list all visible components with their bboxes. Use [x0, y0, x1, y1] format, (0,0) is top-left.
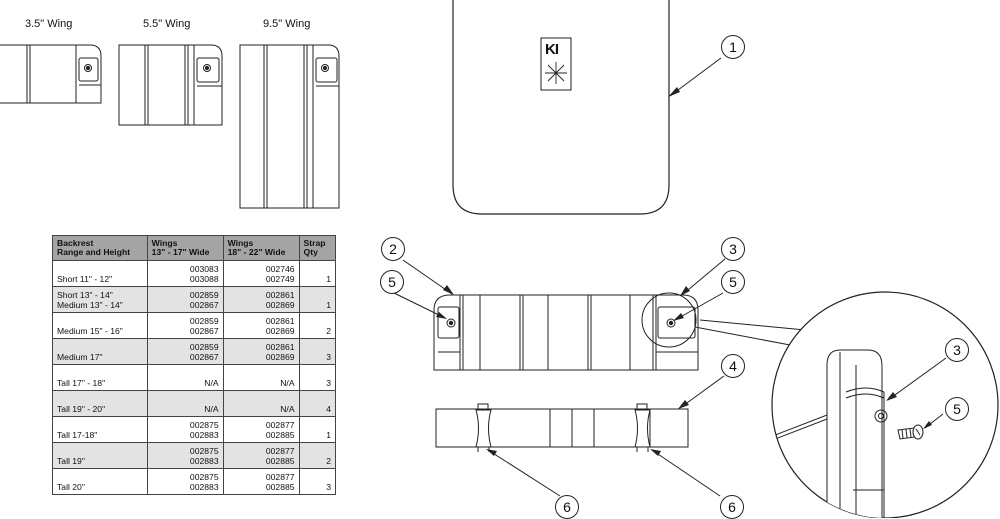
wing-assembly [433, 294, 699, 371]
wing-label-9-5: 9.5" Wing [263, 18, 311, 30]
callout-6-right: 6 [720, 495, 744, 519]
cell-range: Tall 17" - 18" [52, 364, 148, 391]
cell-range: Tall 20" [52, 468, 148, 495]
cell-range: Medium 15" - 16" [52, 312, 148, 339]
callout-5-detail: 5 [945, 397, 969, 421]
callout-5-right: 5 [721, 270, 745, 294]
cell-qty: 3 [298, 338, 337, 365]
detail-circle [641, 292, 697, 348]
callout-2: 2 [381, 237, 405, 261]
cell-range: Tall 19" - 20" [52, 390, 148, 417]
cell-wing-18-22: N/A [222, 390, 300, 417]
callout-3: 3 [721, 237, 745, 261]
cell-qty: 2 [298, 442, 337, 469]
cell-qty: 3 [298, 468, 337, 495]
cell-range: Tall 19" [52, 442, 148, 469]
cell-qty: 1 [298, 260, 337, 287]
cell-qty: 2 [298, 312, 337, 339]
screw-icon [897, 424, 924, 440]
callout-4: 4 [721, 354, 745, 378]
cell-qty: 1 [298, 416, 337, 443]
logo: KI [545, 41, 559, 58]
cell-qty: 4 [298, 390, 337, 417]
callout-3-detail: 3 [945, 338, 969, 362]
strap-bar [435, 403, 689, 452]
cell-range: Short 13" - 14"Medium 13" - 14" [52, 286, 148, 313]
wing-3-5 [0, 44, 102, 104]
cell-qty: 3 [298, 364, 337, 391]
cell-range: Short 11" - 12" [52, 260, 148, 287]
wing-5-5 [118, 44, 223, 126]
cell-wing-13-17: N/A [146, 390, 224, 417]
cell-wing-18-22: N/A [222, 364, 300, 391]
logo-star-icon [545, 62, 567, 84]
cell-qty: 1 [298, 286, 337, 313]
wing-label-5-5: 5.5" Wing [143, 18, 191, 30]
table-row: Tall 17" - 18" N/A N/A 3 [52, 364, 337, 391]
cell-wing-13-17: N/A [146, 364, 224, 391]
callout-1: 1 [721, 35, 745, 59]
backrest-cover [452, 0, 670, 215]
table-row: Tall 19" - 20" N/A N/A 4 [52, 390, 337, 417]
leader-arrowheads [436, 87, 932, 456]
cell-range: Medium 17" [52, 338, 148, 365]
cell-range: Tall 17-18" [52, 416, 148, 443]
zoom-detail [694, 291, 999, 518]
wing-label-3-5: 3.5" Wing [25, 18, 73, 30]
wing-9-5 [239, 44, 340, 209]
callout-6-left: 6 [555, 495, 579, 519]
callout-5-left: 5 [380, 270, 404, 294]
